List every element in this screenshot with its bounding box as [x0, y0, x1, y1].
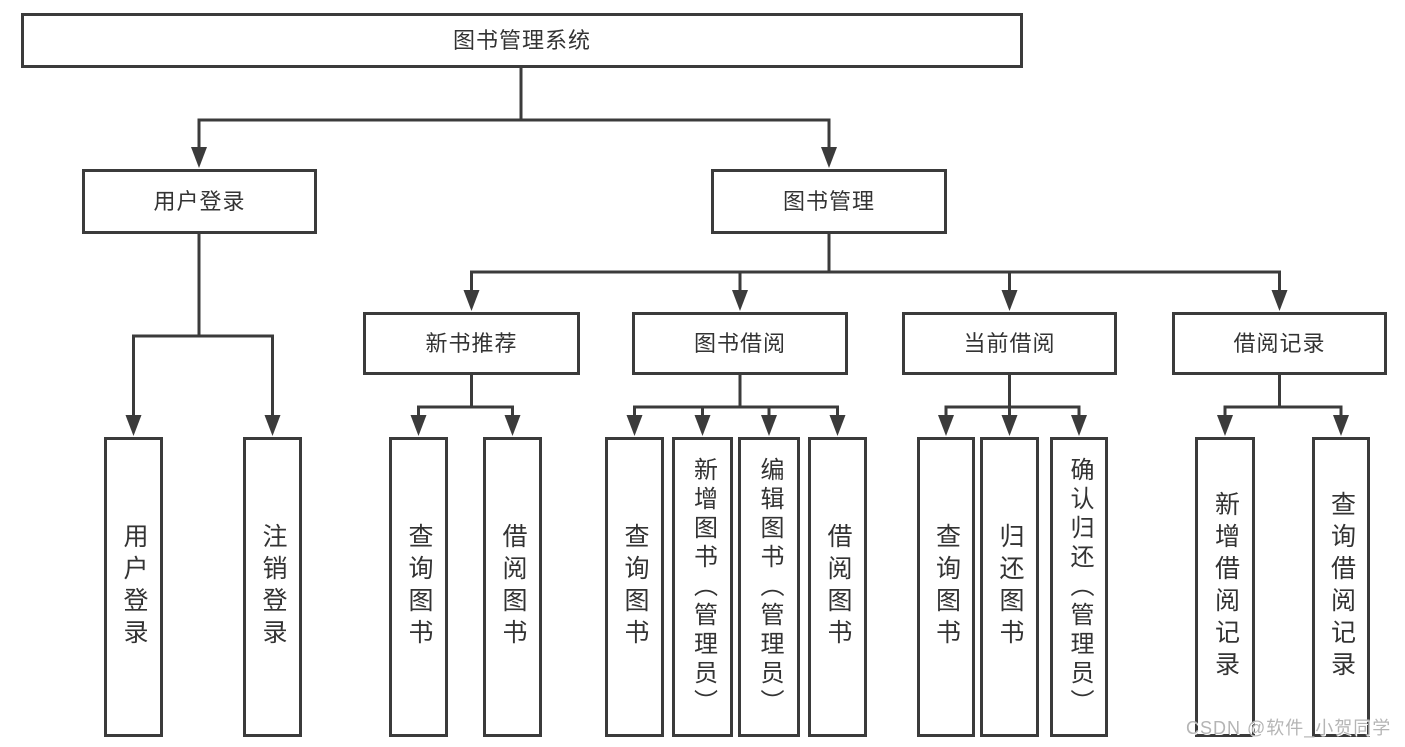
node-book-mgmt: 图书管理	[711, 169, 947, 234]
leaf-logout: 注销登录	[243, 437, 302, 737]
leaf-nbr-query-books: 查询图书	[389, 437, 448, 737]
node-new-book-rec: 新书推荐	[363, 312, 580, 375]
leaf-user-login: 用户登录	[104, 437, 163, 737]
leaf-bb-edit-books-admin: 编辑图书（管理员）	[738, 437, 800, 737]
csdn-watermark: CSDN @软件_小贺同学	[1186, 718, 1392, 738]
leaf-bb-query-books: 查询图书	[605, 437, 664, 737]
node-current-borrow: 当前借阅	[902, 312, 1117, 375]
node-book-borrow: 图书借阅	[632, 312, 848, 375]
leaf-bb-borrow-books: 借阅图书	[808, 437, 867, 737]
leaf-nbr-borrow-books: 借阅图书	[483, 437, 542, 737]
node-user-login: 用户登录	[82, 169, 317, 234]
arrowheads	[125, 147, 1349, 436]
leaf-cb-return-books: 归还图书	[980, 437, 1039, 737]
leaf-br-query-record: 查询借阅记录	[1312, 437, 1370, 737]
leaf-br-add-record: 新增借阅记录	[1195, 437, 1255, 737]
leaf-cb-query-books: 查询图书	[917, 437, 975, 737]
leaf-bb-add-books-admin: 新增图书（管理员）	[672, 437, 733, 737]
leaf-cb-confirm-return-admin: 确认归还（管理员）	[1050, 437, 1108, 737]
node-borrow-record: 借阅记录	[1172, 312, 1387, 375]
node-root: 图书管理系统	[21, 13, 1023, 68]
